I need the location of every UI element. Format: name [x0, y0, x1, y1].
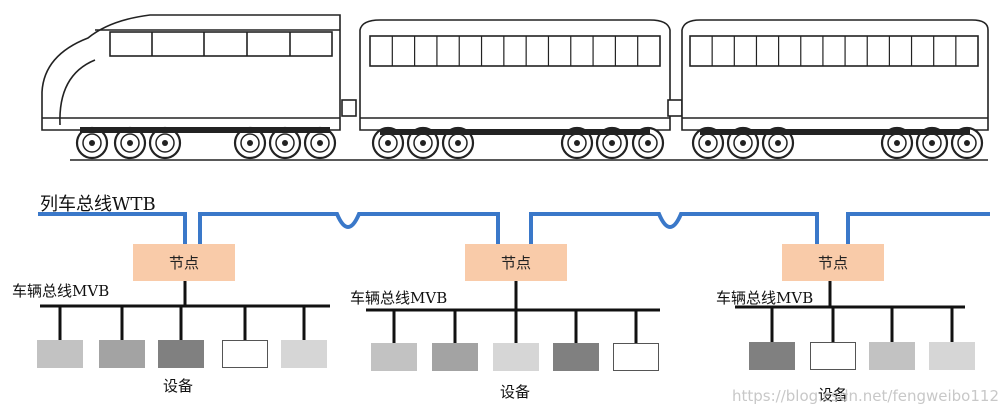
wheel-icon: [950, 126, 984, 160]
device-box: [222, 340, 268, 368]
device-box: [810, 342, 856, 370]
wheel-icon: [880, 126, 914, 160]
device-box: [99, 340, 145, 368]
mvb-label: 车辆总线MVB: [716, 289, 814, 307]
wheel-icon: [595, 126, 629, 160]
watermark: https://blog.csdn.net/fengweibo112: [732, 387, 999, 405]
device-box: [553, 343, 599, 371]
wheel-icon: [560, 126, 594, 160]
device-box: [869, 342, 915, 370]
node-box: 节点: [133, 244, 235, 281]
node-label: 节点: [500, 254, 531, 272]
mvb-label: 车辆总线MVB: [12, 282, 110, 300]
device-box: [158, 340, 204, 368]
wheel-icon: [75, 126, 109, 160]
device-box: [929, 342, 975, 370]
node-box: 节点: [465, 244, 567, 281]
device-box: [281, 340, 327, 368]
wtb-bus-line: [38, 212, 990, 248]
device-box: [37, 340, 83, 368]
wheel-icon: [406, 126, 440, 160]
device-label: 设备: [500, 383, 531, 401]
node-label: 节点: [817, 254, 848, 272]
device-box: [613, 343, 659, 371]
device-label: 设备: [818, 386, 849, 404]
wheel-icon: [233, 126, 267, 160]
wheel-icon: [371, 126, 405, 160]
node-box: 节点: [782, 244, 884, 281]
device-label: 设备: [163, 377, 194, 395]
wheel-icon: [691, 126, 725, 160]
wheel-icon: [631, 126, 665, 160]
mvb-label: 车辆总线MVB: [350, 289, 448, 307]
device-box: [493, 343, 539, 371]
node-label: 节点: [168, 254, 199, 272]
device-box: [749, 342, 795, 370]
device-box: [371, 343, 417, 371]
wtb-label: 列车总线WTB: [40, 194, 156, 215]
wheel-icon: [303, 126, 337, 160]
device-box: [432, 343, 478, 371]
train-illustration: [41, 14, 989, 161]
